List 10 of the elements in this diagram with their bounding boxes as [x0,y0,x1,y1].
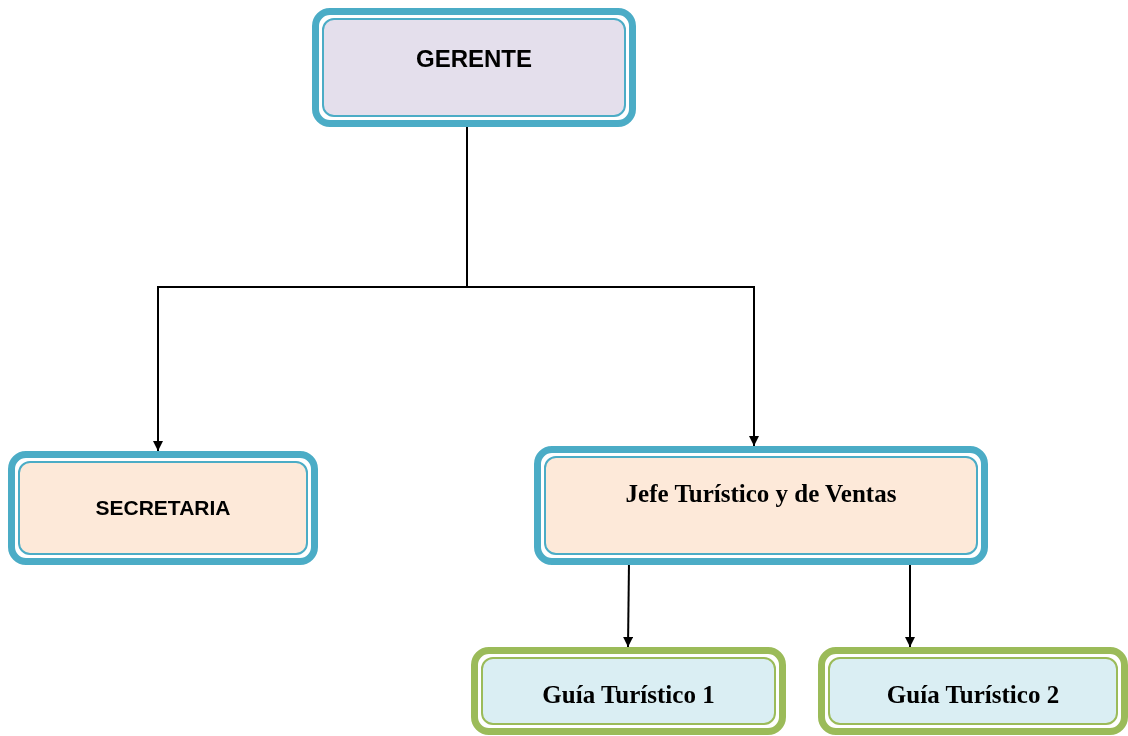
role-title: Jefe Turístico y de Ventas [625,479,897,509]
org-box [8,451,318,565]
role-title: GERENTE [416,44,532,74]
role-title: Guía Turístico 1 [542,680,715,710]
role-title: Guía Turístico 2 [886,680,1060,710]
org-box [818,647,1128,735]
org-box [312,8,636,127]
org-box [471,647,786,735]
role-title: SECRETARIA [95,494,231,521]
org-box [534,446,988,565]
